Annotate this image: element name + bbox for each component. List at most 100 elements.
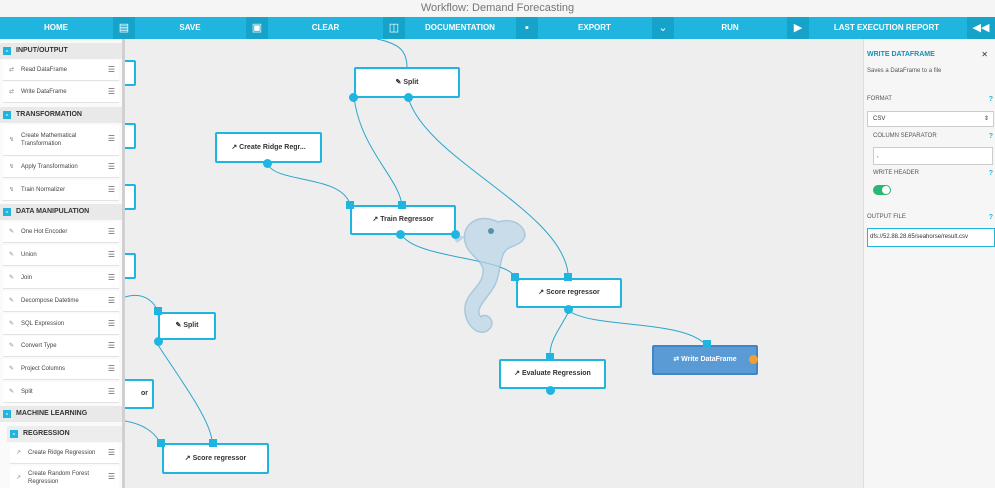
play-icon[interactable]: ▶: [787, 17, 809, 39]
drag-handle-icon[interactable]: ☰: [107, 296, 115, 305]
input-port[interactable]: [546, 353, 554, 361]
drag-handle-icon[interactable]: ☰: [107, 134, 115, 143]
workflow-node-score-regressor[interactable]: ↗ Score regressor: [516, 278, 622, 308]
workflow-node-partial[interactable]: [125, 253, 136, 279]
output-port[interactable]: [564, 305, 573, 314]
drag-handle-icon[interactable]: ☰: [107, 250, 115, 259]
output-port[interactable]: [349, 93, 358, 102]
workflow-node-split-left[interactable]: ✎ Split: [158, 312, 216, 340]
category-transformation[interactable]: -TRANSFORMATION: [0, 107, 122, 123]
collapse-toggle-icon[interactable]: -: [3, 208, 11, 216]
sidebar-item-union[interactable]: ✎Union☰: [3, 245, 119, 266]
workflow-node-partial[interactable]: [125, 184, 136, 210]
drag-handle-icon[interactable]: ☰: [107, 87, 115, 96]
sidebar-item-train-normalizer[interactable]: ↯Train Normalizer☰: [3, 180, 119, 201]
help-icon[interactable]: ?: [988, 214, 993, 221]
workflow-node-score-regressor-bottom[interactable]: ↗ Score regressor: [162, 443, 269, 474]
input-port[interactable]: [346, 201, 354, 209]
trash-icon[interactable]: ◫: [383, 17, 405, 39]
sidebar-item-one-hot-encoder[interactable]: ✎One Hot Encoder☰: [3, 222, 119, 243]
sidebar-item-decompose-datetime[interactable]: ✎Decompose Datetime☰: [3, 291, 119, 312]
format-label: FORMAT: [867, 96, 892, 102]
drag-handle-icon[interactable]: ☰: [107, 448, 115, 457]
home-button[interactable]: HOME: [44, 23, 68, 32]
collapse-toggle-icon[interactable]: -: [3, 410, 11, 418]
collapse-left-icon[interactable]: ◀◀: [967, 17, 995, 39]
clear-button[interactable]: CLEAR: [311, 23, 340, 32]
subcategory-regression[interactable]: -REGRESSION: [7, 426, 122, 442]
workflow-node-partial[interactable]: [125, 123, 136, 149]
input-port[interactable]: [511, 273, 519, 281]
column-separator-input[interactable]: ,: [873, 147, 993, 165]
output-port[interactable]: [154, 337, 163, 346]
input-port[interactable]: [209, 439, 217, 447]
sidebar-item-convert-type[interactable]: ✎Convert Type☰: [3, 336, 119, 357]
last-execution-report-button[interactable]: LAST EXECUTION REPORT: [833, 23, 940, 32]
help-icon[interactable]: ?: [988, 170, 993, 177]
drag-handle-icon[interactable]: ☰: [107, 387, 115, 396]
drag-handle-icon[interactable]: ☰: [107, 185, 115, 194]
input-port[interactable]: [398, 201, 406, 209]
edit-icon: ✎: [9, 252, 15, 258]
document-icon[interactable]: ▤: [113, 17, 135, 39]
collapse-toggle-icon[interactable]: -: [3, 111, 11, 119]
close-icon[interactable]: ✕: [981, 50, 988, 59]
sidebar-item-create-random-forest-regression[interactable]: ↗Create Random Forest Regression☰: [10, 466, 119, 488]
output-port[interactable]: [263, 159, 272, 168]
help-icon[interactable]: ?: [988, 133, 993, 140]
input-port[interactable]: [703, 340, 711, 348]
workflow-node-evaluate-regression[interactable]: ↗ Evaluate Regression: [499, 359, 606, 389]
sidebar-item-read-dataframe[interactable]: ⇄Read DataFrame☰: [3, 60, 119, 81]
sidebar-item-write-dataframe[interactable]: ⇄Write DataFrame☰: [3, 82, 119, 103]
drag-handle-icon[interactable]: ☰: [107, 65, 115, 74]
drag-handle-icon[interactable]: ☰: [107, 341, 115, 350]
edit-icon: ✎: [9, 298, 15, 304]
category-input-output[interactable]: -INPUT/OUTPUT: [0, 43, 122, 59]
workflow-canvas[interactable]: or ✎ Split ↗ Create Ridge Regr... ↗ Trai…: [125, 39, 863, 488]
input-port[interactable]: [154, 307, 162, 315]
sidebar-item-apply-transformation[interactable]: ↯Apply Transformation☰: [3, 157, 119, 178]
collapse-toggle-icon[interactable]: -: [10, 430, 18, 438]
output-port[interactable]: [546, 386, 555, 395]
category-data-manipulation[interactable]: -DATA MANIPULATION: [0, 204, 122, 220]
workflow-node-partial[interactable]: [125, 60, 136, 86]
category-machine-learning[interactable]: -MACHINE LEARNING: [0, 406, 122, 422]
drag-handle-icon[interactable]: ☰: [107, 319, 115, 328]
output-file-input[interactable]: dfs://52.88.28.65/seahorse/result.csv: [867, 228, 995, 247]
output-port[interactable]: [404, 93, 413, 102]
sidebar-item-join[interactable]: ✎Join☰: [3, 268, 119, 289]
export-button[interactable]: EXPORT: [578, 23, 611, 32]
sidebar-item-create-mathematical-transformation[interactable]: ↯Create Mathematical Transformation☰: [3, 125, 119, 156]
exchange-icon: ⇄: [673, 356, 680, 363]
double-chevron-down-icon[interactable]: ⌄: [652, 17, 674, 39]
main-toolbar: HOME ▤ SAVE ▣ CLEAR ◫ DOCUMENTATION ▪ EX…: [0, 17, 995, 39]
input-port[interactable]: [564, 273, 572, 281]
drag-handle-icon[interactable]: ☰: [107, 472, 115, 481]
floppy-icon[interactable]: ▣: [246, 17, 268, 39]
help-icon[interactable]: ?: [988, 96, 993, 103]
output-port[interactable]: [396, 230, 405, 239]
drag-handle-icon[interactable]: ☰: [107, 162, 115, 171]
format-select[interactable]: CSV⇕: [867, 111, 994, 127]
drag-handle-icon[interactable]: ☰: [107, 227, 115, 236]
sidebar-item-sql-expression[interactable]: ✎SQL Expression☰: [3, 314, 119, 335]
drag-handle-icon[interactable]: ☰: [107, 364, 115, 373]
workflow-node-write-dataframe[interactable]: ⇄ Write DataFrame: [652, 345, 758, 375]
chart-icon: ↗: [538, 289, 545, 296]
save-button[interactable]: SAVE: [179, 23, 201, 32]
panel-description: Saves a DataFrame to a file: [867, 68, 942, 74]
book-icon[interactable]: ▪: [516, 17, 538, 39]
exchange-icon: ⇄: [9, 67, 15, 73]
documentation-button[interactable]: DOCUMENTATION: [425, 23, 495, 32]
input-port[interactable]: [157, 439, 165, 447]
sidebar-item-project-columns[interactable]: ✎Project Columns☰: [3, 359, 119, 380]
drag-handle-icon[interactable]: ☰: [107, 273, 115, 282]
edit-icon: ✎: [175, 322, 182, 329]
collapse-toggle-icon[interactable]: -: [3, 47, 11, 55]
workflow-node-partial[interactable]: or: [125, 379, 154, 409]
sidebar-item-create-ridge-regression[interactable]: ↗Create Ridge Regression☰: [10, 443, 119, 464]
run-button[interactable]: RUN: [721, 23, 739, 32]
write-header-toggle[interactable]: [873, 185, 891, 195]
output-port[interactable]: [451, 230, 460, 239]
sidebar-item-split[interactable]: ✎Split☰: [3, 382, 119, 403]
